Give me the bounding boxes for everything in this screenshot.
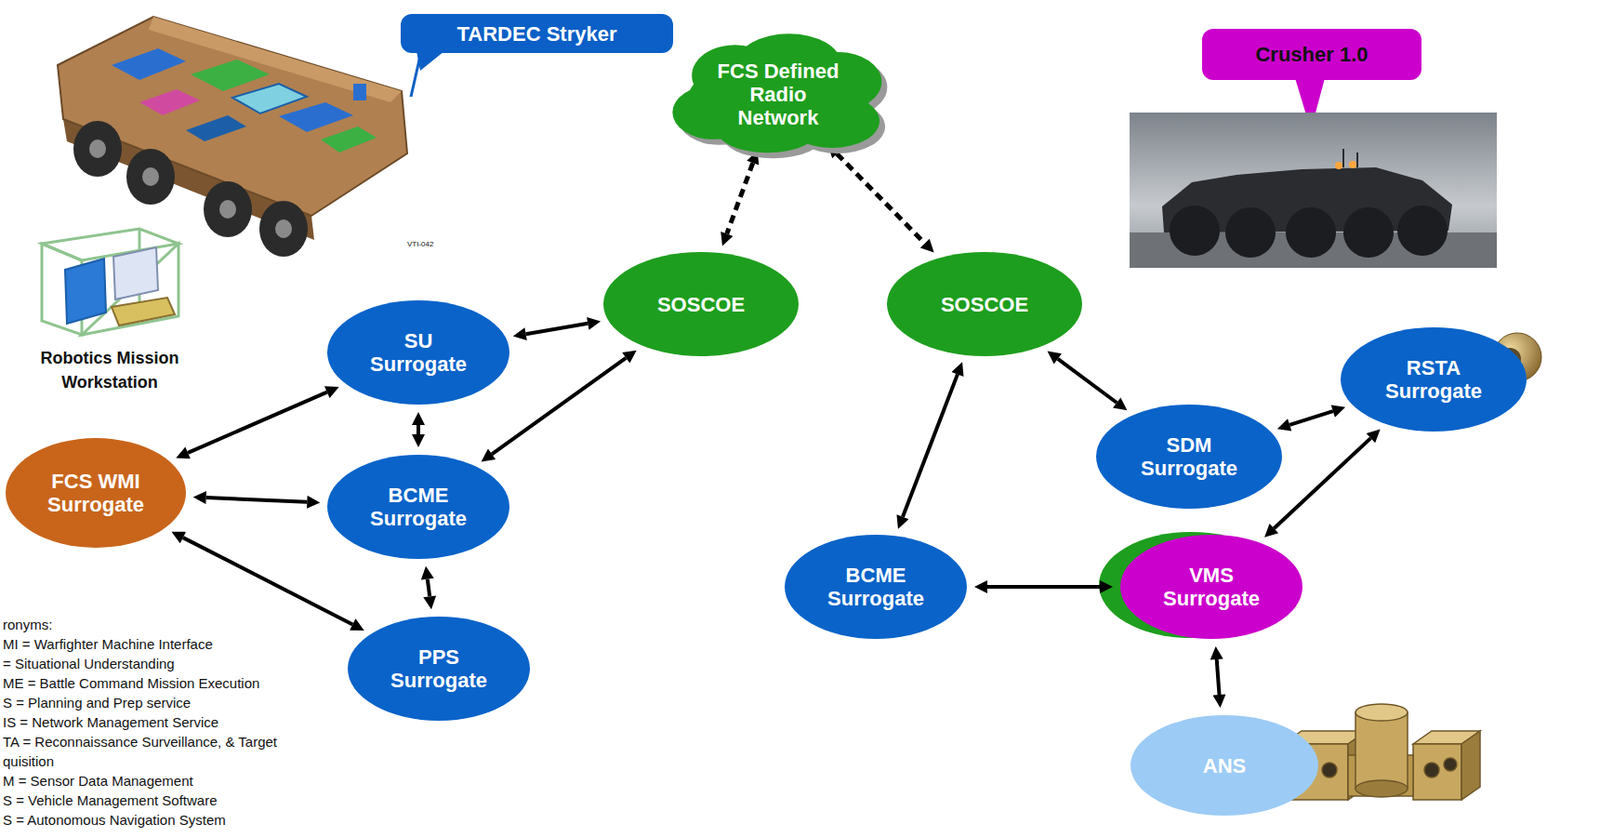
service-ellipse: PPS Surrogate (346, 615, 531, 722)
node-label: PPS Surrogate (383, 645, 495, 692)
figure-caption: Robotics Mission Workstation (30, 345, 189, 395)
data-link (427, 579, 430, 597)
data-link (526, 323, 589, 334)
soscoe-ellipse: SOSCOE (602, 251, 800, 358)
vehicle-callout: TARDEC Stryker (400, 13, 674, 53)
node-label: TARDEC Stryker (411, 22, 663, 46)
service-ellipse: RSTA Surrogate (1339, 326, 1528, 433)
node-label: SOSCOE (928, 292, 1041, 317)
drawing-number: VTI-042 (407, 239, 463, 250)
network-cloud: FCS Defined Radio Network (670, 32, 886, 156)
radio-link (836, 153, 926, 243)
crusher-photo (1129, 78, 1497, 268)
node-label: RSTA Surrogate (1377, 356, 1490, 403)
acronym-entry: S = Vehicle Management Software (2, 790, 315, 810)
data-link (416, 424, 421, 435)
data-link (902, 373, 958, 516)
service-ellipse: SU Surrogate (326, 299, 511, 406)
node-label: VMS Surrogate (1155, 563, 1268, 610)
node-label: SU Surrogate (362, 329, 475, 376)
radio-link (727, 162, 754, 234)
data-link (491, 357, 626, 455)
data-link (206, 497, 308, 503)
node-label: BCME Surrogate (819, 563, 932, 610)
data-link (1289, 410, 1334, 425)
data-link (1216, 659, 1220, 695)
workstation-illustration (41, 228, 179, 335)
data-link (987, 584, 1100, 589)
soscoe-ellipse: SOSCOE (885, 251, 1084, 358)
node-label: BCME Surrogate (362, 483, 475, 530)
node-label: FCS Defined Radio Network (709, 59, 847, 130)
vehicle-callout: Crusher 1.0 (1202, 28, 1422, 80)
node-label: SDM Surrogate (1133, 433, 1245, 480)
acronym-entry: ronyms: (2, 614, 315, 635)
acronym-list: ronyms:MI = Warfighter Machine Interface… (2, 614, 315, 830)
data-link (183, 537, 353, 624)
acronym-entry: TA = Reconnaissance Surveillance, & Targ… (2, 731, 315, 771)
data-link (1057, 358, 1117, 403)
acronym-entry: IS = Network Management Service (2, 712, 315, 732)
interface-ellipse: FCS WMI Surrogate (4, 436, 187, 549)
stryker-illustration (57, 16, 445, 257)
node-label: SOSCOE (645, 292, 757, 317)
vehicle-software-ellipse: VMS Surrogate (1119, 533, 1304, 640)
service-ellipse: SDM Surrogate (1095, 403, 1283, 510)
node-label: Crusher 1.0 (1209, 42, 1415, 67)
acronym-entry: = Situational Understanding (2, 653, 315, 674)
node-label: FCS WMI Surrogate (39, 469, 152, 516)
acronym-entry: M = Sensor Data Management (2, 770, 315, 791)
acronym-entry: MI = Warfighter Machine Interface (2, 634, 315, 654)
data-link (187, 392, 328, 453)
acronym-entry: S = Planning and Prep service (2, 692, 315, 713)
service-ellipse: BCME Surrogate (783, 533, 968, 640)
acronym-entry: S = Autonomous Navigation System (2, 809, 315, 830)
acronym-entry: ME = Battle Command Mission Execution (2, 673, 315, 693)
navigation-ellipse: ANS (1129, 714, 1320, 817)
data-link (1273, 437, 1371, 529)
node-label: ANS (1168, 753, 1281, 778)
service-ellipse: BCME Surrogate (326, 453, 511, 560)
